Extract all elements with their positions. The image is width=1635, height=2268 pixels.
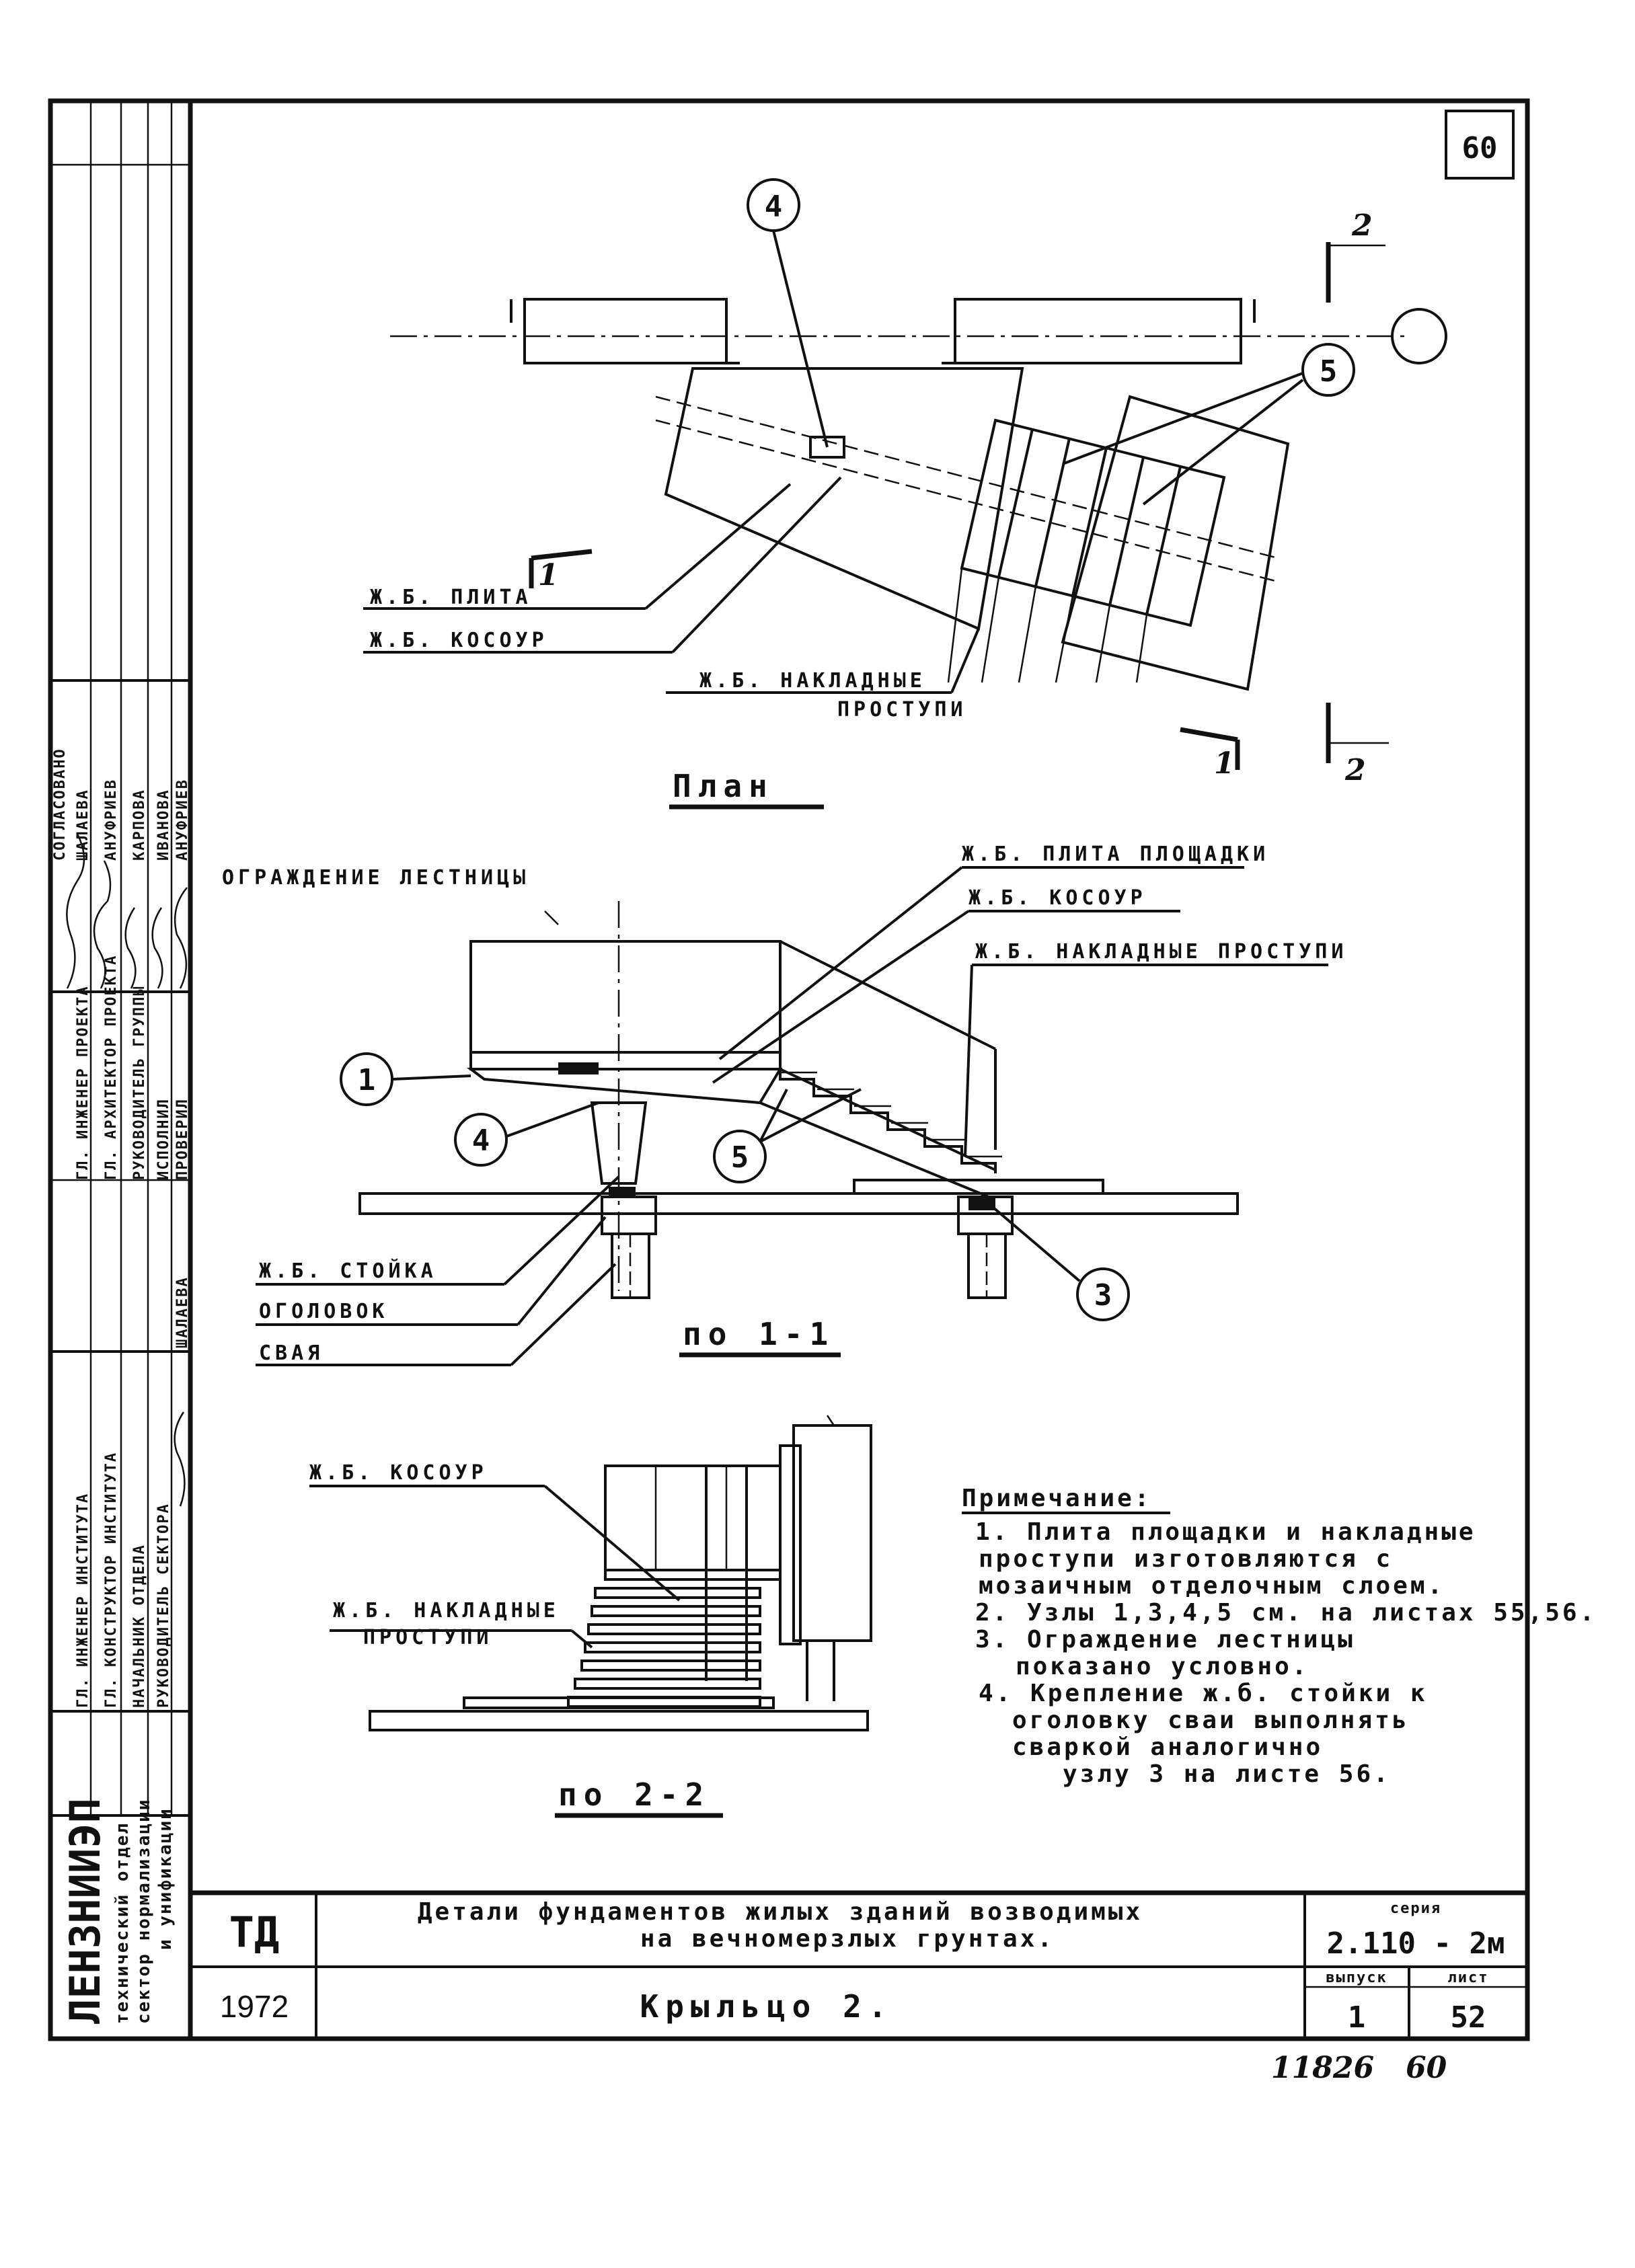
notes-line-3: мозаичным отделочным слоем. [979,1572,1445,1600]
stamp-name-4: КАРПОВА [131,789,148,861]
s1-callout-3: 3 [1094,1278,1112,1313]
s1-callout-4: 4 [472,1124,490,1158]
plan-section-1-bottom: 1 [1214,746,1235,781]
signatures [66,833,188,1507]
tb-title-line-2: на вечномерзлых грунтах. [640,1925,1055,1953]
tb-list-value: 52 [1451,2000,1486,2035]
notes-line-8: оголовку сваи выполнять [1012,1707,1410,1734]
plan-view [363,178,1447,810]
stamp-role-8: ИСПОЛНИЛ [155,1098,172,1180]
stamp-role-1: ГЛ. ИНЖЕНЕР ИНСТИТУТА [75,1493,91,1708]
plan-section-2-bottom: 2 [1344,753,1366,787]
stamp-role-3: НАЧАЛЬНИК ОТДЕЛА [131,1544,148,1708]
s2-label-nakladnye-1: Ж.Б. НАКЛАДНЫЕ [333,1599,560,1622]
notes-line-1: 1. Плита площадки и накладные [975,1518,1476,1546]
s1-label-plita-ploshchadki: Ж.Б. ПЛИТА ПЛОЩАДКИ [962,843,1269,866]
plan-callout-5: 5 [1320,354,1338,389]
tb-seria-label: серия [1390,1900,1441,1917]
s1-label-kosour: Ж.Б. КОСОУР [968,886,1147,910]
stamp-role-2: ГЛ. КОНСТРУКТОР ИНСТИТУТА [103,1452,120,1708]
s2-label-nakladnye-2: ПРОСТУПИ [363,1626,493,1649]
section-1-view [256,866,1328,1366]
stamp-role-5: ГЛ. ИНЖЕНЕР ПРОЕКТА [75,985,91,1180]
tb-title-line-1: Детали фундаментов жилых зданий возводим… [418,1898,1143,1926]
plan-label-nakladnye-1: Ж.Б. НАКЛАДНЫЕ [699,669,926,693]
stamp-agreed: СОГЛАСОВАНО [52,748,69,861]
notes-line-5: 3. Ограждение лестницы [975,1626,1355,1653]
s1-label-svaya: СВАЯ [259,1341,324,1365]
stamp-role-9: ПРОВЕРИЛ [174,1098,191,1180]
stamp-role-4: РУКОВОДИТЕЛЬ СЕКТОРА [155,1503,172,1708]
plan-label-plita: Ж.Б. ПЛИТА [370,586,532,609]
tb-vypusk-value: 1 [1348,2000,1366,2035]
sheet-frame [48,98,1530,2041]
stamp-name-2: ШАЛАЕВА [174,1276,191,1348]
side-stamp [50,101,190,1817]
s1-title: по 1-1 [683,1316,835,1352]
bottom-note-left: 11826 [1271,2051,1374,2085]
stamp-role-7: РУКОВОДИТЕЛЬ ГРУППЫ [131,985,148,1180]
plan-label-kosour: Ж.Б. КОСОУР [370,629,548,652]
tb-td: ТД [229,1908,280,1957]
notes-line-10: узлу 3 на листе 56. [1063,1760,1391,1788]
notes-line-9: сваркой аналогично [1012,1733,1323,1761]
s1-label-ograzhdenie: ОГРАЖДЕНИЕ ЛЕСТНИЦЫ [222,866,529,890]
title-block [190,1890,1527,2039]
stamp-org: ЛЕНЗНИИЭП [61,1798,110,2024]
stamp-dept-2: сектор нормализации [134,1799,154,2024]
tb-list-label: лист [1448,1969,1489,1986]
plan-title: План [673,768,774,804]
plan-section-1-top: 1 [538,558,559,592]
s1-label-ogolovok: ОГОЛОВОК [259,1300,389,1323]
stamp-role-6: ГЛ. АРХИТЕКТОР ПРОЕКТА [103,955,120,1180]
bottom-note-right: 60 [1406,2051,1447,2085]
tb-vypusk-label: выпуск [1326,1969,1387,1986]
section-2-view [309,1415,872,1818]
s2-label-kosour: Ж.Б. КОСОУР [309,1461,488,1485]
stamp-dept-3: и унификации [155,1807,176,1950]
notes-line-2: проступи изготовляются с [979,1545,1393,1573]
s1-label-nakladnye: Ж.Б. НАКЛАДНЫЕ ПРОСТУПИ [975,940,1347,964]
tb-year: 1972 [220,1989,289,2024]
notes-heading: Примечание: [962,1485,1151,1512]
s1-callout-1: 1 [358,1063,376,1097]
plan-section-2-top: 2 [1351,208,1373,243]
notes-line-6: показано условно. [1016,1653,1309,1680]
s1-callout-5: 5 [731,1140,749,1175]
corner-sheet-number: 60 [1462,131,1498,165]
plan-label-nakladnye-2: ПРОСТУПИ [837,698,967,721]
notes-line-4: 2. Узлы 1,3,4,5 см. на листах 55,56. [975,1599,1597,1627]
notes-line-7: 4. Крепление ж.б. стойки к [979,1680,1428,1707]
tb-subtitle: Крыльцо 2. [640,1988,894,2025]
tb-seria-value: 2.110 - 2м [1327,1926,1505,1961]
s1-label-stoyka: Ж.Б. СТОЙКА [259,1259,437,1283]
s2-title: по 2-2 [558,1776,710,1813]
stamp-name-3: АНУФРИЕВ [103,779,120,861]
stamp-dept-1: технический отдел [112,1822,132,2024]
stamp-name-5: ИВАНОВА [155,789,172,861]
stamp-name-6: АНУФРИЕВ [174,779,191,861]
plan-callout-4: 4 [765,190,783,224]
